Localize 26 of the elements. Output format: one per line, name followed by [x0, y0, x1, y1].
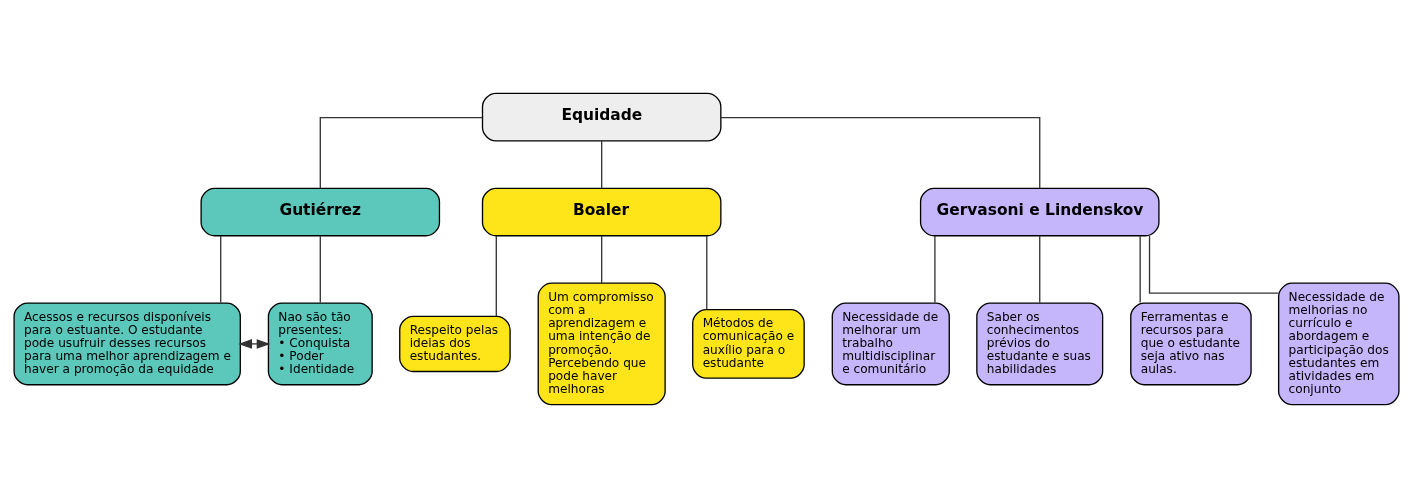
connector [495, 235, 497, 317]
connector [934, 235, 936, 304]
node-box: Saber os conhecimentos prévios do estudante e suas habilidades [976, 302, 1104, 386]
node-box: Ferramentas e recursos para que o estudante seja ativo nas aulas. [1130, 302, 1252, 386]
connector [220, 235, 222, 304]
node-box: Gervasoni e Lindenskov [919, 187, 1160, 237]
connector [1139, 235, 1141, 304]
connector [1039, 235, 1041, 304]
node-box: Acessos e recursos disponíveis para o estuante. O estudante pode usufruir desses recursos para uma melhor aprendizagem e haver a promoção da equidade [13, 302, 241, 386]
connector [319, 235, 321, 304]
node-box: Necessidade de melhorar um trabalho multidisciplinar e comunitário [831, 302, 950, 386]
node-box: Respeito pelas ideias dos estudantes. [399, 315, 511, 373]
node-box: Um compromisso com a aprendizagem e uma intenção de promoção. Percebendo que pode haver melhoras [537, 282, 666, 406]
connector [601, 140, 603, 189]
connector [601, 235, 603, 284]
node-box: Gutiérrez [200, 187, 441, 237]
node-box: Boaler [481, 187, 722, 237]
node-box: Equidade [481, 92, 722, 142]
node-box: Nao são tão presentes: • Conquista • Poder • Identidade [267, 302, 373, 386]
connector [706, 235, 708, 310]
node-box: Métodos de comunicação e auxílio para o estudante [692, 309, 805, 379]
connector [319, 117, 483, 189]
connector [1148, 235, 1280, 294]
connector [720, 117, 1041, 189]
arrow [238, 339, 271, 349]
node-box: Necessidade de melhorias no currículo e abordagem e participação dos estudantes em atividades em conjunto [1278, 282, 1400, 406]
